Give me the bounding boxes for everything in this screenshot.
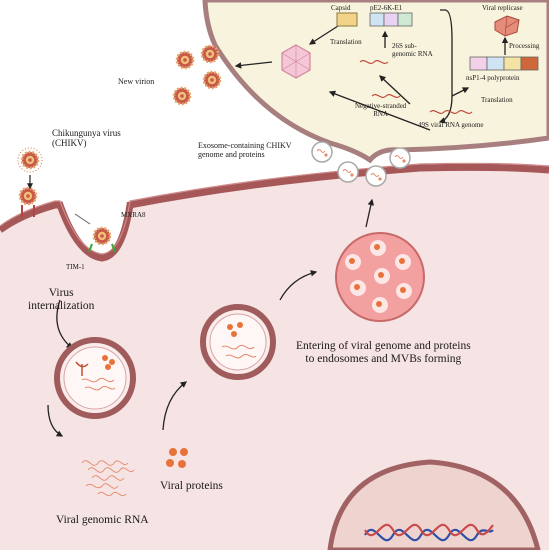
label-capsid: Capsid [331,4,351,12]
label-translation-top: Translation [330,38,362,46]
new-virions [172,44,222,106]
viral-genomic-rna [81,460,135,497]
nucleus [327,459,541,550]
label-tim1: TIM-1 [66,263,85,271]
plasma-membrane [0,163,549,262]
endosome-1 [54,337,136,419]
pe2-6k-e1-bar [369,12,413,27]
pit-virion [88,226,116,253]
label-processing: Processing [509,42,540,50]
nsp-polyprotein-bar [469,56,539,71]
er-compartment [202,0,549,164]
label-49s-genome: 49S viral RNA genome [418,121,484,129]
label-26s-subgenomic: 26S sub-genomic RNA [392,42,433,59]
label-mxra8: MXRA8 [121,211,146,219]
label-polyprotein: nsP1-4 polyprotein [466,74,520,82]
viral-replicase [494,15,520,37]
endosome-2 [200,304,276,380]
label-chikv: Chikungunya virus(CHIKV) [52,128,121,149]
label-viral-genomic-rna: Viral genomic RNA [56,514,149,526]
viral-proteins [166,448,188,468]
label-viral-replicase: Viral replicase [482,4,523,12]
chikv-virion-outside [17,147,43,173]
label-translation-right: Translation [481,96,513,104]
assembled-capsid [281,44,311,79]
receptor-bound-virion [18,186,38,217]
label-pe2-6k-e1: pE2-6K-E1 [370,4,403,12]
multivesicular-body [335,232,425,322]
label-new-virion: New virion [118,77,155,86]
capsid-box [336,12,358,27]
label-viral-proteins: Viral proteins [160,480,223,492]
